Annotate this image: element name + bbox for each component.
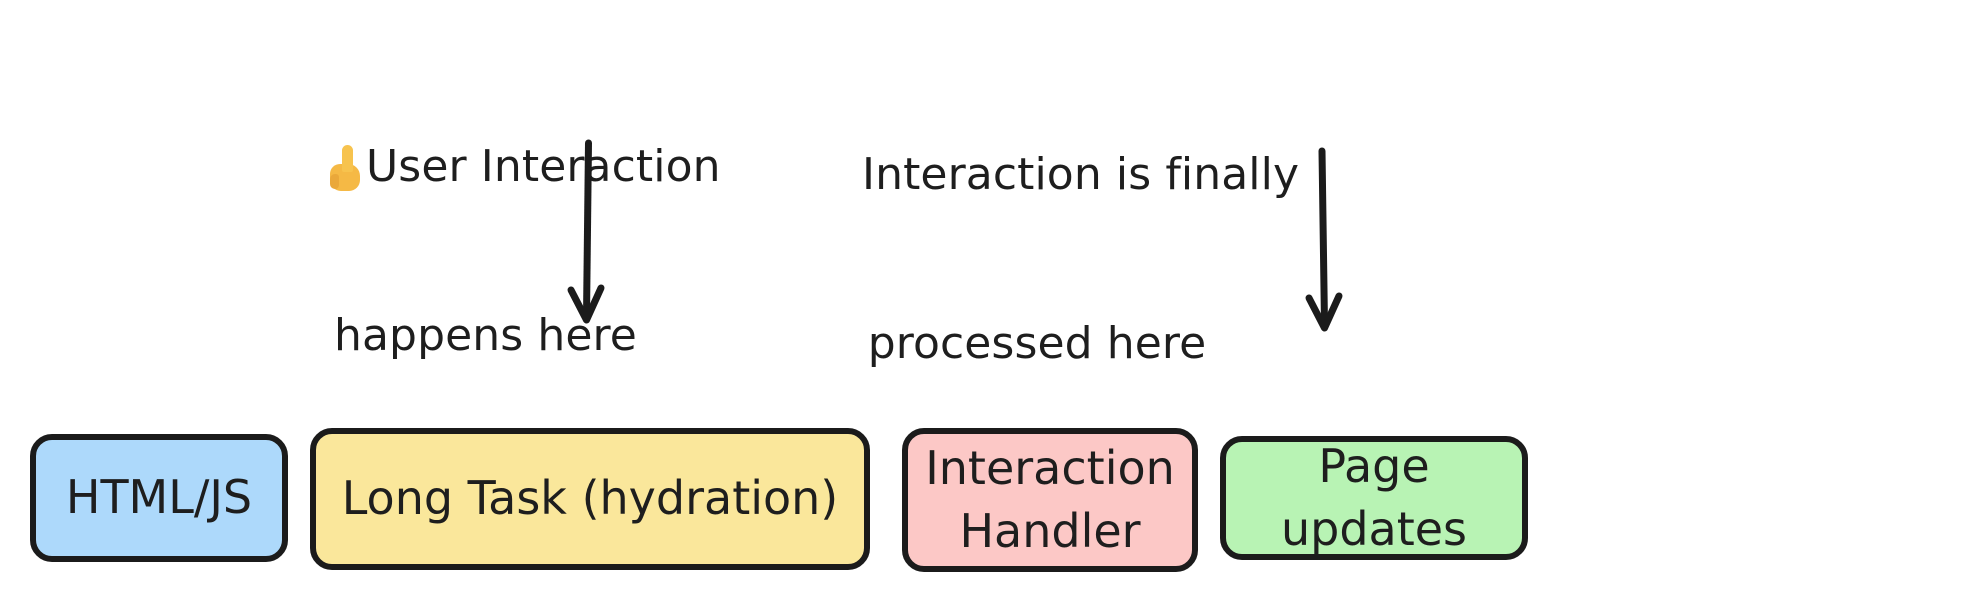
arrow-to-long-task	[567, 139, 605, 324]
arrow-head	[567, 284, 605, 324]
page-updates-node-label: Page updates	[1280, 438, 1468, 556]
arrow-shaft	[1318, 147, 1328, 328]
arrow-shaft	[583, 139, 592, 320]
annotation-line-1: User Interaction	[330, 139, 730, 195]
user-interaction-annotation: User Interaction happens here	[330, 26, 730, 477]
interaction-handler-node-label-line-2: Handler	[959, 504, 1141, 558]
arrow-to-interaction-handler	[1305, 147, 1343, 332]
long-task-node-label: Long Task (hydration)	[341, 471, 839, 526]
annotation-2-line-2: processed here	[867, 317, 1207, 369]
interaction-processed-annotation: Interaction is finally processed here	[862, 34, 1300, 485]
annotation-line-2: happens here	[334, 309, 637, 361]
long-task-node[interactable]: Long Task (hydration)	[310, 428, 870, 570]
annotation-line-1-text: User Interaction	[366, 140, 721, 192]
html-js-node[interactable]: HTML/JS	[30, 434, 288, 562]
interaction-handler-node-label-line-1: Interaction	[925, 440, 1175, 495]
annotation-2-line-1: Interaction is finally	[862, 148, 1300, 200]
index-pointing-up-emoji	[330, 144, 360, 191]
html-js-node-label: HTML/JS	[65, 470, 253, 525]
page-updates-node[interactable]: Page updates	[1220, 436, 1528, 560]
arrow-head	[1305, 292, 1343, 332]
interaction-handler-node[interactable]: Interaction Handler	[902, 428, 1198, 572]
